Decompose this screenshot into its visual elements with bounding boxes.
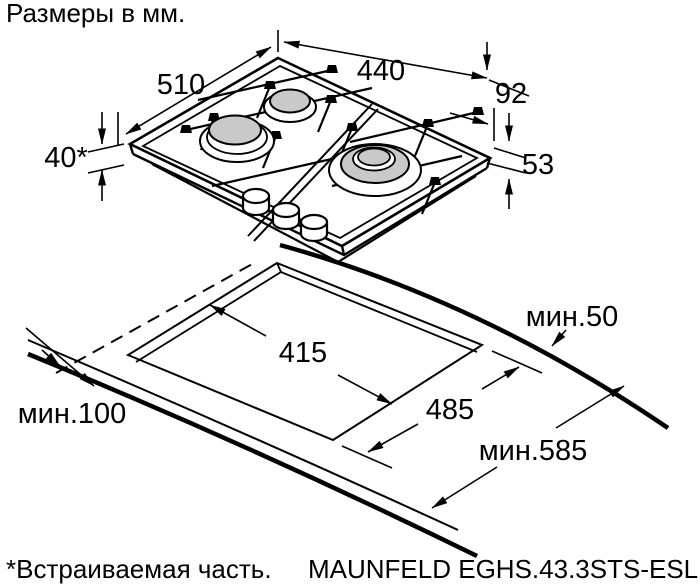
dim-label-cutout-depth: 415	[279, 337, 327, 369]
dim-40-extension-bottom	[87, 164, 125, 174]
dim-label-min-left: мин.100	[18, 398, 127, 430]
dim-label-builtin-height: 40*	[44, 142, 88, 174]
dim-min100-mid-arrow	[41, 349, 61, 367]
burner-large	[328, 143, 422, 197]
dim-40-extension-top	[87, 143, 125, 153]
builtin-part-footnote: *Встраиваемая часть.	[6, 554, 272, 584]
worktop-cutout-drawing: 415 485 мин.50 мин.100 мин.585	[18, 242, 670, 559]
dim-53-extension-top	[493, 147, 527, 159]
dim-line-510	[125, 46, 272, 135]
dim-415-segment-1	[209, 304, 267, 337]
dim-label-body-height: 53	[522, 149, 554, 181]
dim-label-min-depth: мин.585	[479, 435, 588, 467]
cutout-lip-corner	[276, 262, 282, 273]
dim-line-440	[283, 40, 488, 80]
dim-min585-segment-1	[431, 466, 498, 509]
dim-min585-segment-2	[555, 385, 625, 429]
hob-drawing: 510 440 92 53 40*	[44, 30, 554, 264]
cutout-opening	[125, 261, 485, 442]
page-title: Размеры в мм.	[6, 0, 185, 28]
dim-485-extension-1	[341, 445, 393, 469]
control-knob-2	[271, 201, 301, 231]
burner-medium	[199, 114, 275, 163]
worktop-front-edge-inner	[27, 339, 459, 531]
hob-side-left-corner	[128, 143, 135, 155]
dim-92-arrow	[449, 112, 489, 125]
dim-label-min-rear: мин.50	[526, 301, 618, 333]
dim-label-depth: 440	[357, 55, 405, 87]
dim-label-width: 510	[157, 69, 205, 101]
dim-485-segment-1	[367, 423, 419, 453]
worktop-front-edge	[27, 351, 478, 559]
dim-485-segment-2	[481, 366, 520, 390]
hob-side-front-corner	[340, 245, 346, 256]
control-knob-3	[299, 213, 329, 243]
worktop-hidden-edge-dashed	[55, 262, 255, 374]
dim-415-segment-2	[337, 374, 393, 405]
dim-53-extension-bottom	[486, 162, 527, 174]
dim-label-rear-offset: 92	[495, 78, 527, 110]
control-knob-1	[241, 187, 271, 217]
dim-485-extension-2	[491, 350, 543, 374]
dim-min50-arrow	[551, 329, 567, 347]
dim-92-extension	[488, 79, 530, 97]
dim-label-cutout-width: 485	[426, 394, 474, 426]
hob-side-right-corner	[485, 157, 492, 169]
burner-small	[263, 88, 317, 123]
model-number: MAUNFELD EGHS.43.3STS-ESL	[308, 554, 698, 584]
